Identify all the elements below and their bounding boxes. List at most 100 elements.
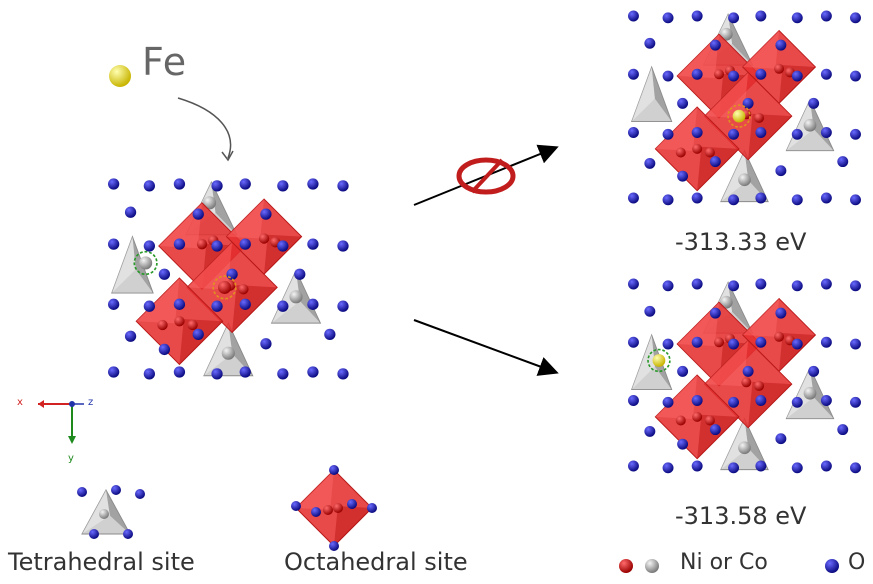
oxygen-atom [728, 338, 740, 350]
legend-oxygen-atom [825, 559, 839, 573]
tetrahedral-site-marker [647, 348, 671, 373]
axis-x-label: x [17, 397, 23, 408]
ni-co-gray-atom [803, 118, 817, 132]
oxygen-atom [324, 328, 336, 341]
oxygen-atom [742, 365, 754, 377]
oxygen-atom [644, 305, 656, 317]
ni-co-red-atom [157, 319, 168, 331]
oxygen-atom [820, 336, 832, 348]
oxygen-atom [820, 460, 832, 472]
octahedron-highlight [742, 298, 780, 337]
octahedron-highlight [296, 470, 334, 510]
oxygen-atom [628, 127, 639, 138]
oxygen-atom [691, 10, 703, 22]
oxygen-atom [691, 278, 703, 290]
tetrahedron-highlight [82, 490, 110, 534]
oxygen-atom [850, 396, 861, 408]
octahedron-shade [697, 146, 740, 191]
ni-co-gray-atom [738, 173, 751, 187]
ni-co-gray-atom [803, 386, 817, 400]
oxygen-atom [755, 395, 767, 406]
octahedron-highlight [677, 302, 719, 347]
oxygen-atom [108, 178, 120, 190]
oxygen-atom [820, 278, 832, 290]
oxygen-atom [337, 300, 349, 312]
oxygen-atom [337, 180, 349, 192]
oxygen-atom [124, 330, 137, 342]
legend-ni-co-label: Ni or Co [680, 550, 768, 575]
ni-co-red-atom [774, 331, 785, 342]
oxygen-atom [728, 462, 740, 474]
tetrahedron-shade [651, 66, 672, 122]
oxygen-atom [791, 12, 803, 24]
oxygen-atom [307, 178, 319, 190]
octahedron-highlight [136, 278, 180, 324]
forbidden-icon [456, 157, 516, 195]
oxygen-atom [775, 39, 787, 51]
oxygen-atom [820, 10, 832, 22]
oxygen-atom [158, 268, 171, 280]
ni-co-red-atom [258, 233, 270, 244]
oxygen-atom [143, 368, 155, 380]
oxygen-atom [628, 460, 639, 472]
tetrahedron-shade [211, 182, 237, 235]
ni-co-gray-atom [719, 27, 733, 41]
oxygen-atom [307, 238, 319, 250]
legend-octahedron [291, 465, 377, 551]
oxygen-atom [662, 128, 674, 140]
octahedron-highlight [655, 107, 698, 151]
tetrahedron-highlight [720, 418, 749, 470]
ni-co-red-atom [323, 505, 333, 515]
axis-y-arrowhead [68, 436, 76, 444]
oxygen-atom [307, 298, 319, 310]
ni-co-red-atom [741, 377, 752, 388]
octahedron-shade [748, 381, 792, 428]
oxygen-atom [211, 368, 223, 380]
tetrahedron [630, 65, 673, 123]
oxygen-atom [820, 127, 832, 138]
oxygen-atom [850, 128, 861, 140]
tetrahedron-highlight [720, 150, 749, 202]
oxygen-atom [173, 238, 186, 250]
tetrahedron-shade [228, 323, 253, 376]
octahedron-highlight [186, 242, 233, 290]
oxygen-atom [89, 529, 99, 539]
oxygen-atom [294, 268, 306, 280]
oxygen-atom [755, 68, 767, 80]
oxygen-atom [677, 97, 689, 109]
octahedron-shade [232, 285, 278, 333]
ni-co-gray-atom [289, 290, 303, 304]
oxygen-atom [677, 365, 689, 377]
oxygen-atom [337, 368, 349, 380]
oxygen-atom [277, 368, 289, 380]
oxygen-atom [211, 240, 223, 252]
axis-x-arrowhead [38, 400, 44, 408]
oxygen-atom [111, 485, 121, 495]
oxygen-atom [677, 170, 689, 182]
energy-bottom-label: -313.58 eV [675, 502, 807, 530]
fe-label: Fe [142, 40, 188, 84]
legend-ni-co-red-atom [619, 559, 633, 573]
oxygen-atom [239, 238, 251, 250]
octahedral-site-atom [217, 280, 232, 294]
oxygen-atom [820, 192, 832, 204]
oxygen-atom [808, 97, 820, 109]
curved-arrow-head [221, 150, 234, 162]
oxygen-atom [791, 396, 803, 408]
oxygen-atom [850, 280, 861, 292]
tetrahedral-site-atom [139, 256, 153, 270]
oxygen-atom [367, 503, 377, 513]
oxygen-atom [211, 300, 223, 312]
oxygen-atom [850, 194, 861, 206]
ni-co-red-atom [675, 147, 686, 158]
oxygen-atom [808, 365, 820, 377]
ni-co-gray-atom [221, 346, 235, 360]
octahedron-shade [748, 113, 792, 160]
oxygen-atom [691, 192, 703, 204]
oxygen-atom [850, 12, 861, 24]
oxygen-atom [850, 462, 861, 474]
oxygen-atom [820, 395, 832, 406]
oxygen-atom [691, 336, 703, 348]
oxygen-atom [791, 194, 803, 206]
oxygen-atom [850, 70, 861, 82]
